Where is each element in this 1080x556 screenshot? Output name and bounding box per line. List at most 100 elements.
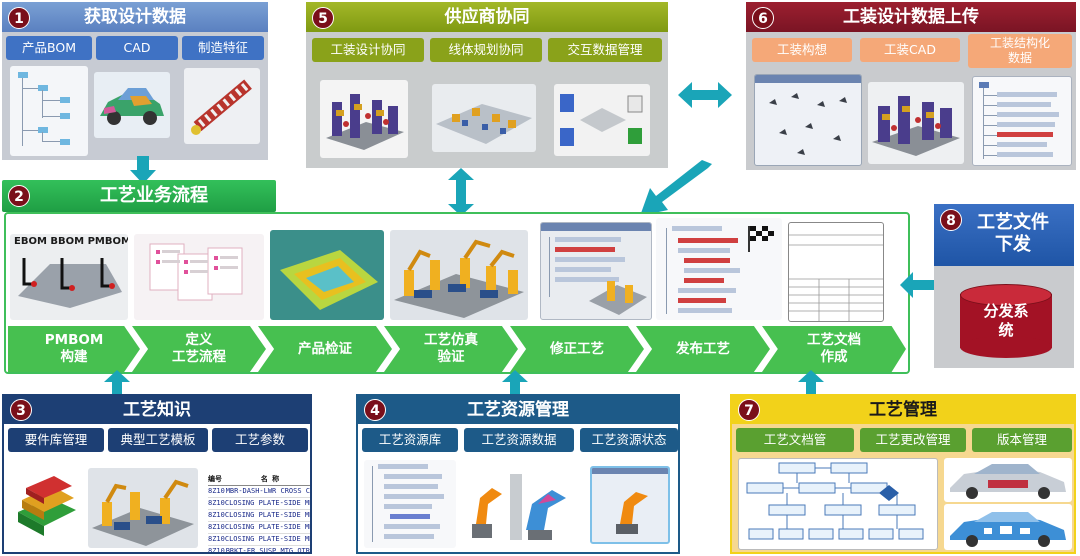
drum-label: 分发系 统 (983, 302, 1029, 339)
step-number-6: 6 (752, 7, 774, 29)
tab-line-planning-collab[interactable]: 线体规划协同 (430, 38, 542, 62)
tab-process-resource-data[interactable]: 工艺资源数据 (464, 428, 574, 452)
panel-3-title-bar: 工艺知识 (4, 396, 310, 424)
robot-resource-image (462, 464, 576, 548)
panel-2-title-bar: 2 工艺业务流程 (2, 180, 276, 212)
tab-tooling-design-collab[interactable]: 工装设计协同 (312, 38, 424, 62)
panel-4-title: 工艺资源管理 (467, 400, 569, 420)
tab-process-parameters[interactable]: 工艺参数 (212, 428, 308, 452)
data-exchange-image (554, 84, 650, 156)
panel-3-title: 工艺知识 (123, 400, 191, 420)
tab-process-document-mgmt[interactable]: 工艺文档管 (736, 428, 854, 452)
panel-6-title: 工装设计数据上传 (843, 7, 979, 27)
tab-requirement-library[interactable]: 要件库管理 (8, 428, 104, 452)
fixture-image (320, 80, 408, 158)
line-layout-image (432, 84, 536, 152)
tab-typical-process-template[interactable]: 典型工艺模板 (108, 428, 208, 452)
tooling-structure-tree-image (972, 76, 1072, 166)
tab-cad[interactable]: CAD (96, 36, 178, 60)
table-row: 8Z10 CLOSING PLATE-SIDE MB (208, 534, 310, 546)
step-number-4: 4 (364, 399, 386, 421)
panel-process-resource-management: 工艺资源管理 4 工艺资源库 工艺资源数据 工艺资源状态 (356, 394, 680, 554)
tab-process-resource-library[interactable]: 工艺资源库 (362, 428, 458, 452)
panel-6-title-bar: 工装设计数据上传 (746, 2, 1076, 32)
bom-tree-image (10, 66, 88, 156)
table-row: 8Z10 CLOSING PLATE-SIDE MB (208, 522, 310, 534)
arrow-panel4-to-panel2 (502, 370, 528, 394)
modify-process-image (540, 222, 652, 320)
table-row: 8Z10 CLOSING PLATE-SIDE MB (208, 498, 310, 510)
arrow-panel5-panel2 (448, 168, 474, 216)
step-modify-process[interactable]: 修正工艺 (510, 326, 644, 372)
step-product-verification[interactable]: 产品检证 (258, 326, 392, 372)
panel-process-file-distribution: 工艺文件 下发 8 分发系 统 (934, 204, 1074, 368)
resource-library-tree-image (364, 460, 456, 548)
ebom-bbom-pmbom-image: EBOM BBOM PMBOM (10, 234, 128, 320)
panel-1-title: 获取设计数据 (84, 7, 186, 27)
car-cad-image (94, 72, 170, 138)
table-header-name: 名 称 (260, 475, 280, 483)
panel-2-title: 工艺业务流程 (100, 185, 208, 206)
publish-process-image (656, 218, 782, 320)
process-template-image (88, 468, 198, 548)
panel-7-title-bar: 工艺管理 (732, 396, 1074, 424)
version-car-image-1 (944, 458, 1072, 502)
product-verification-image (270, 230, 384, 320)
tab-product-bom[interactable]: 产品BOM (6, 36, 92, 60)
distribution-system-drum: 分发系 统 (960, 284, 1052, 358)
tab-interaction-data-mgmt[interactable]: 交互数据管理 (548, 38, 662, 62)
weld-feature-image (184, 68, 260, 144)
step-process-document-create[interactable]: 工艺文档 作成 (762, 326, 906, 372)
knowledge-books-icon (12, 472, 82, 544)
document-flow-image (738, 458, 938, 550)
process-simulation-image (390, 230, 528, 320)
arrow-panel7-to-panel2 (798, 370, 824, 394)
panel-1-title-bar: 获取设计数据 (2, 2, 268, 32)
panel-process-management: 工艺管理 7 工艺文档管 工艺更改管理 版本管理 (730, 394, 1076, 554)
process-flow-cards-image (134, 234, 264, 320)
process-parameter-table: 编号 名 称 8Z10 MBR-DASH-LWR CROSS C 8Z10 CL… (208, 474, 310, 552)
tooling-concept-image (754, 74, 862, 166)
tab-manufacturing-features[interactable]: 制造特征 (182, 36, 264, 60)
step-number-5: 5 (312, 7, 334, 29)
panel-process-knowledge: 工艺知识 3 要件库管理 典型工艺模板 工艺参数 编号 名 称 8Z10 MBR… (2, 394, 312, 554)
step-publish-process[interactable]: 发布工艺 (636, 326, 770, 372)
process-document-image (788, 222, 884, 322)
panel-7-title: 工艺管理 (869, 400, 937, 420)
arrow-panel1-to-panel2 (130, 156, 156, 184)
panel-tooling-data-upload: 工装设计数据上传 6 工装构想 工装CAD 工装结构化 数据 (746, 2, 1076, 170)
tab-tooling-concept[interactable]: 工装构想 (752, 38, 852, 62)
checkered-flag-icon (748, 226, 774, 252)
panel-supplier-collaboration: 供应商协同 5 工装设计协同 线体规划协同 交互数据管理 (306, 2, 668, 168)
arrow-panel6-to-panel2 (640, 160, 712, 216)
tab-process-resource-status[interactable]: 工艺资源状态 (580, 428, 678, 452)
panel-5-title: 供应商协同 (444, 7, 530, 27)
table-row: 8Z10 BRKT-FR SUSP MTG OTR (208, 547, 310, 554)
bom-image-caption: EBOM BBOM PMBOM (14, 236, 128, 247)
tooling-cad-image (868, 82, 964, 164)
arrow-panel5-panel6 (678, 82, 732, 108)
panel-5-title-bar: 供应商协同 (306, 2, 668, 32)
panel-get-design-data: 获取设计数据 1 产品BOM CAD 制造特征 (2, 2, 268, 160)
step-process-simulation[interactable]: 工艺仿真 验证 (384, 326, 518, 372)
table-header-code: 编号 (208, 475, 222, 483)
tab-tooling-cad[interactable]: 工装CAD (860, 38, 960, 62)
tab-tooling-structured-data[interactable]: 工装结构化 数据 (968, 34, 1072, 68)
version-car-image-2 (944, 504, 1072, 550)
table-row: 8Z10 MBR-DASH-LWR CROSS C (208, 486, 310, 498)
arrow-panel3-to-panel2 (104, 370, 130, 394)
step-pmbom-build[interactable]: PMBOM 构建 (8, 326, 140, 372)
panel-4-title-bar: 工艺资源管理 (358, 396, 678, 424)
resource-status-image (590, 466, 670, 544)
step-number-7: 7 (738, 399, 760, 421)
panel-process-workflow: EBOM BBOM PMBOM (4, 212, 910, 374)
step-number-3: 3 (10, 399, 32, 421)
tab-version-mgmt[interactable]: 版本管理 (972, 428, 1072, 452)
table-row: 8Z10 CLOSING PLATE-SIDE MB (208, 510, 310, 522)
step-number-1: 1 (8, 7, 30, 29)
panel-8-title: 工艺文件 下发 (977, 212, 1049, 255)
step-define-process-flow[interactable]: 定义 工艺流程 (132, 326, 266, 372)
tab-process-change-mgmt[interactable]: 工艺更改管理 (860, 428, 966, 452)
step-number-2: 2 (8, 185, 30, 207)
step-number-8: 8 (940, 209, 962, 231)
